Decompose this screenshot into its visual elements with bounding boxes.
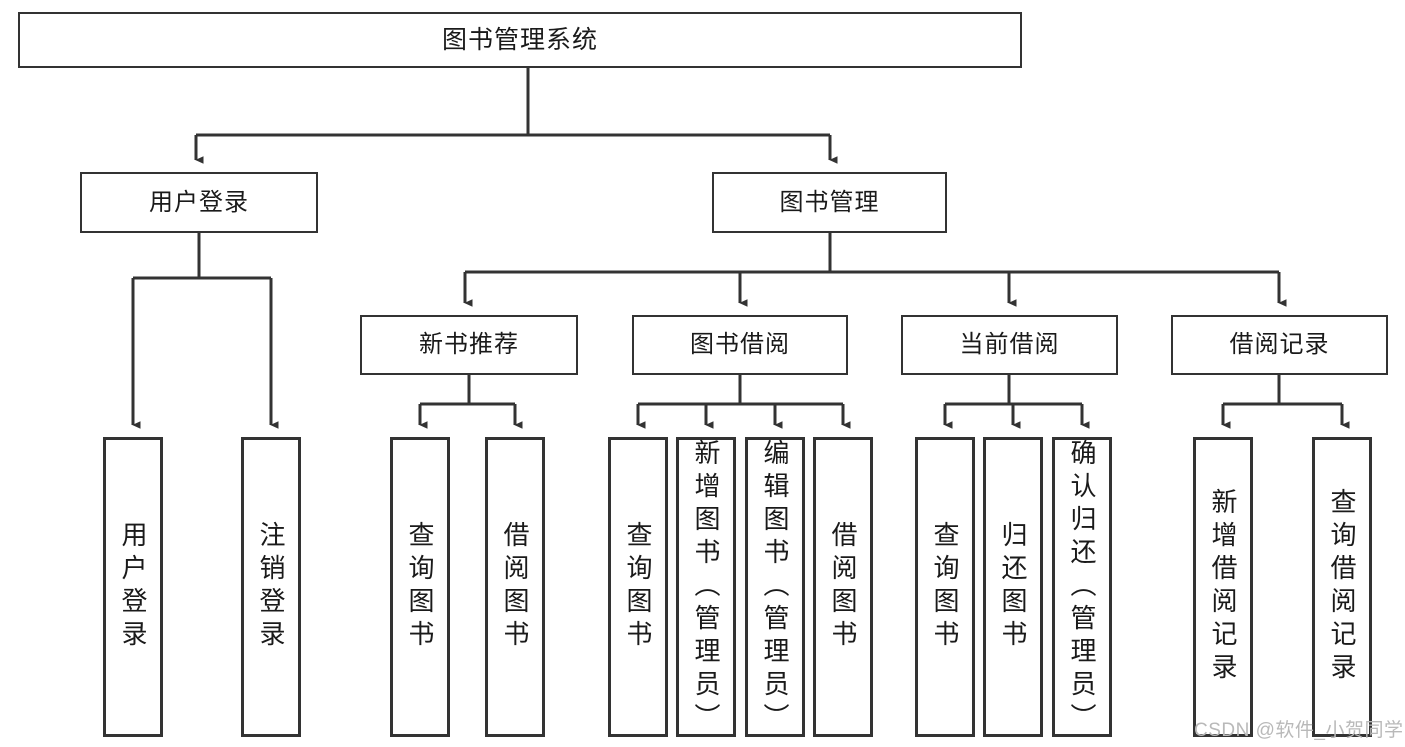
node-label: 注销登录 — [256, 521, 286, 653]
leaf-confirm-return-admin[interactable]: 确认归还（管理员） — [1052, 437, 1112, 737]
node-user-login[interactable]: 用户登录 — [80, 172, 318, 233]
leaf-query-book-borrow[interactable]: 查询图书 — [608, 437, 668, 737]
node-label: 查询图书 — [623, 521, 653, 653]
node-label: 归还图书 — [998, 521, 1028, 653]
node-label: 用户登录 — [118, 521, 148, 653]
node-current-borrow[interactable]: 当前借阅 — [901, 315, 1118, 375]
node-label: 借阅图书 — [500, 521, 530, 653]
node-root-system[interactable]: 图书管理系统 — [18, 12, 1022, 68]
leaf-user-login[interactable]: 用户登录 — [103, 437, 163, 737]
leaf-add-borrow-record[interactable]: 新增借阅记录 — [1193, 437, 1253, 737]
leaf-return-book[interactable]: 归还图书 — [983, 437, 1043, 737]
node-book-management[interactable]: 图书管理 — [712, 172, 947, 233]
node-label: 借阅记录 — [1229, 331, 1330, 359]
leaf-query-book-recommend[interactable]: 查询图书 — [390, 437, 450, 737]
node-label: 确认归还（管理员） — [1067, 438, 1097, 736]
node-label: 图书借阅 — [690, 331, 790, 359]
node-label: 图书管理 — [779, 188, 880, 216]
node-label: 图书管理系统 — [441, 25, 598, 54]
node-book-borrow[interactable]: 图书借阅 — [632, 315, 848, 375]
leaf-user-logout[interactable]: 注销登录 — [241, 437, 301, 737]
node-label: 新增图书（管理员） — [691, 438, 721, 736]
node-label: 编辑图书（管理员） — [760, 438, 790, 736]
node-label: 查询借阅记录 — [1327, 488, 1357, 686]
leaf-borrow-book-recommend[interactable]: 借阅图书 — [485, 437, 545, 737]
leaf-borrow-book[interactable]: 借阅图书 — [813, 437, 873, 737]
csdn-watermark: CSDN @软件_小贺同学 — [1194, 720, 1404, 741]
node-label: 查询图书 — [405, 521, 435, 653]
leaf-query-book-current[interactable]: 查询图书 — [915, 437, 975, 737]
leaf-edit-book-admin[interactable]: 编辑图书（管理员） — [745, 437, 805, 737]
node-label: 新书推荐 — [419, 331, 519, 359]
node-borrow-record[interactable]: 借阅记录 — [1171, 315, 1388, 375]
leaf-query-borrow-record[interactable]: 查询借阅记录 — [1312, 437, 1372, 737]
node-label: 新增借阅记录 — [1208, 488, 1238, 686]
node-label: 借阅图书 — [828, 521, 858, 653]
node-label: 当前借阅 — [959, 331, 1060, 359]
node-new-book-recommend[interactable]: 新书推荐 — [360, 315, 578, 375]
leaf-add-book-admin[interactable]: 新增图书（管理员） — [676, 437, 736, 737]
node-label: 用户登录 — [149, 188, 249, 216]
node-label: 查询图书 — [930, 521, 960, 653]
